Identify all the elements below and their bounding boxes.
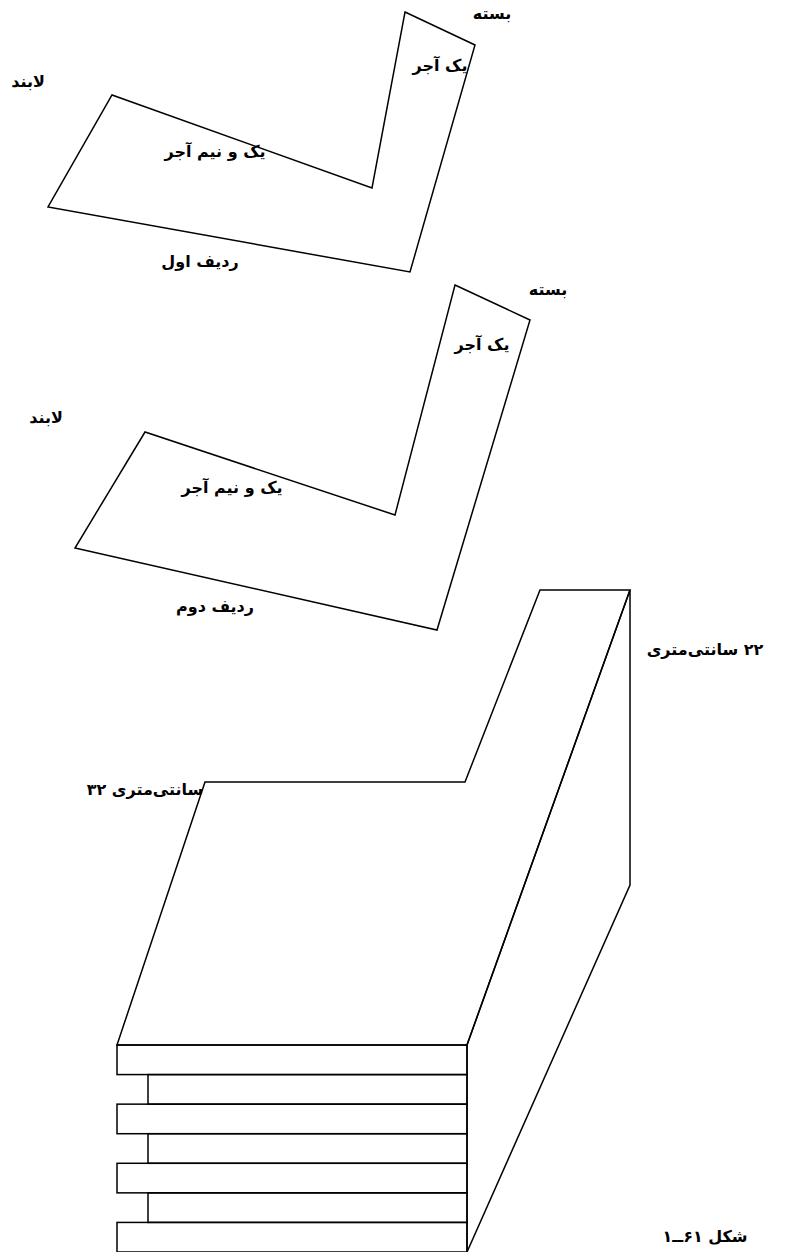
annotation-label: ردیف اول: [161, 252, 238, 271]
annotation-label: ردیف دوم: [176, 597, 254, 616]
wall-top-face: [117, 590, 630, 1045]
brick-rows: [117, 1045, 467, 1252]
annotation-label: بسته: [529, 280, 568, 299]
brick-row: [148, 1134, 467, 1164]
brick-width-label: یک آجر: [455, 335, 510, 354]
brick-width-label: یک و نیم آجر: [181, 478, 282, 497]
brick-course-plan: یک آجر یک و نیم آجر: [75, 285, 530, 630]
annotation-label: لابند: [11, 72, 45, 91]
wall-side-face: [467, 590, 630, 1252]
brick-row: [117, 1045, 467, 1075]
annotation-label: بسته: [473, 4, 512, 23]
brick-row: [117, 1222, 467, 1252]
brick-row: [148, 1075, 467, 1105]
brick-width-label: یک و نیم آجر: [164, 142, 265, 161]
annotation-label: ۲۲ سانتی‌متری: [647, 640, 764, 659]
brick-row: [117, 1104, 467, 1134]
annotation-label: لابند: [29, 408, 63, 427]
figure-caption: شکل ۶۱ــ۱: [662, 1227, 747, 1246]
course-outline: [48, 12, 475, 272]
brick-course-plan: یک آجر یک و نیم آجر: [48, 12, 475, 272]
annotation-label: ۳۲ سانتی‌متری: [87, 780, 204, 799]
brick-row: [148, 1193, 467, 1223]
brick-row: [117, 1163, 467, 1193]
brick-width-label: یک آجر: [413, 56, 468, 75]
